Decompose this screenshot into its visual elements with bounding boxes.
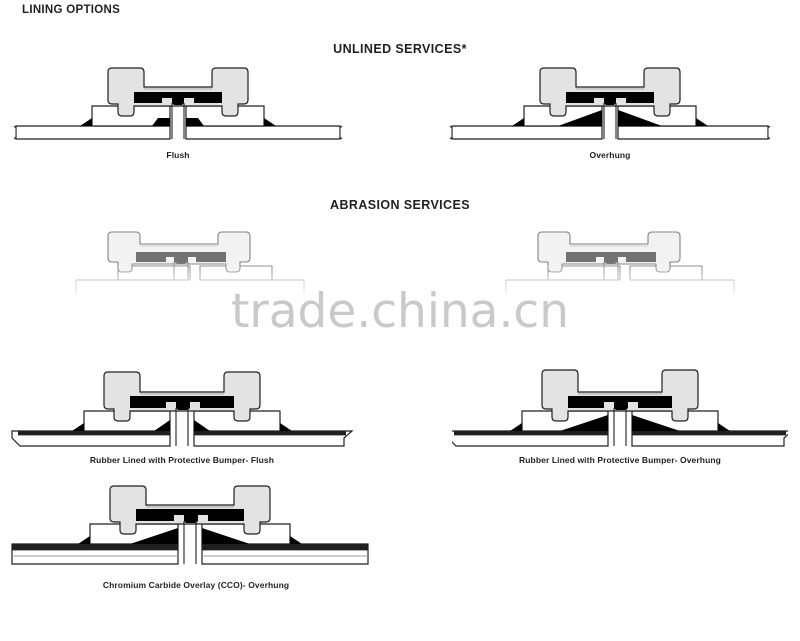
figure-flush bbox=[8, 62, 348, 152]
figure-overhung bbox=[432, 62, 788, 152]
figure-cco-overhung bbox=[8, 482, 384, 577]
figure-label-rubber-lined-overhung: Rubber Lined with Protective Bumper- Ove… bbox=[519, 455, 721, 465]
page-title: LINING OPTIONS bbox=[22, 4, 121, 16]
section-title-unlined-services: UNLINED SERVICES* bbox=[333, 42, 467, 56]
watermark-text: trade.china.cn bbox=[230, 284, 570, 339]
figure-rubber-lined-flush bbox=[8, 368, 356, 458]
figure-label-rubber-lined-flush: Rubber Lined with Protective Bumper- Flu… bbox=[89, 455, 275, 465]
figure-label-cco-overhung: Chromium Carbide Overlay (CCO)- Overhung bbox=[102, 580, 290, 590]
section-title-abrasion-services: ABRASION SERVICES bbox=[330, 198, 470, 212]
figure-rubber-lined-overhung bbox=[452, 368, 788, 458]
figure-label-flush: Flush bbox=[166, 150, 190, 160]
figure-label-overhung: Overhung bbox=[589, 150, 631, 160]
